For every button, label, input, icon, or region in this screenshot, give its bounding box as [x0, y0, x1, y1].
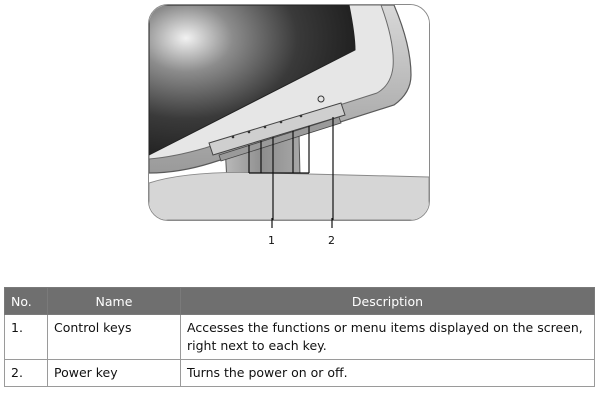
callout-1-lines — [248, 126, 310, 220]
row-description: Turns the power on or off. — [180, 359, 595, 387]
monitor-screen — [149, 5, 356, 156]
header-name: Name — [47, 287, 181, 315]
monitor-illustration — [148, 4, 430, 221]
monitor-drawing — [149, 5, 429, 220]
table-header-row: No. Name Description — [4, 287, 595, 315]
callout-leaders — [271, 218, 333, 228]
row-no: 2. — [4, 359, 48, 387]
header-description: Description — [180, 287, 595, 315]
table-row: 2. Power key Turns the power on or off. — [4, 359, 595, 387]
header-no: No. — [4, 287, 48, 315]
table-row: 1. Control keys Accesses the functions o… — [4, 314, 595, 360]
row-name: Power key — [47, 359, 181, 387]
stand-base — [149, 171, 429, 220]
callout-label-1: 1 — [268, 234, 275, 247]
row-no: 1. — [4, 314, 48, 360]
power-key-icon — [317, 95, 325, 103]
control-table: No. Name Description 1. Control keys Acc… — [4, 287, 595, 387]
callout-label-2: 2 — [328, 234, 335, 247]
row-description: Accesses the functions or menu items dis… — [180, 314, 595, 360]
control-strip — [208, 102, 346, 156]
row-name: Control keys — [47, 314, 181, 360]
